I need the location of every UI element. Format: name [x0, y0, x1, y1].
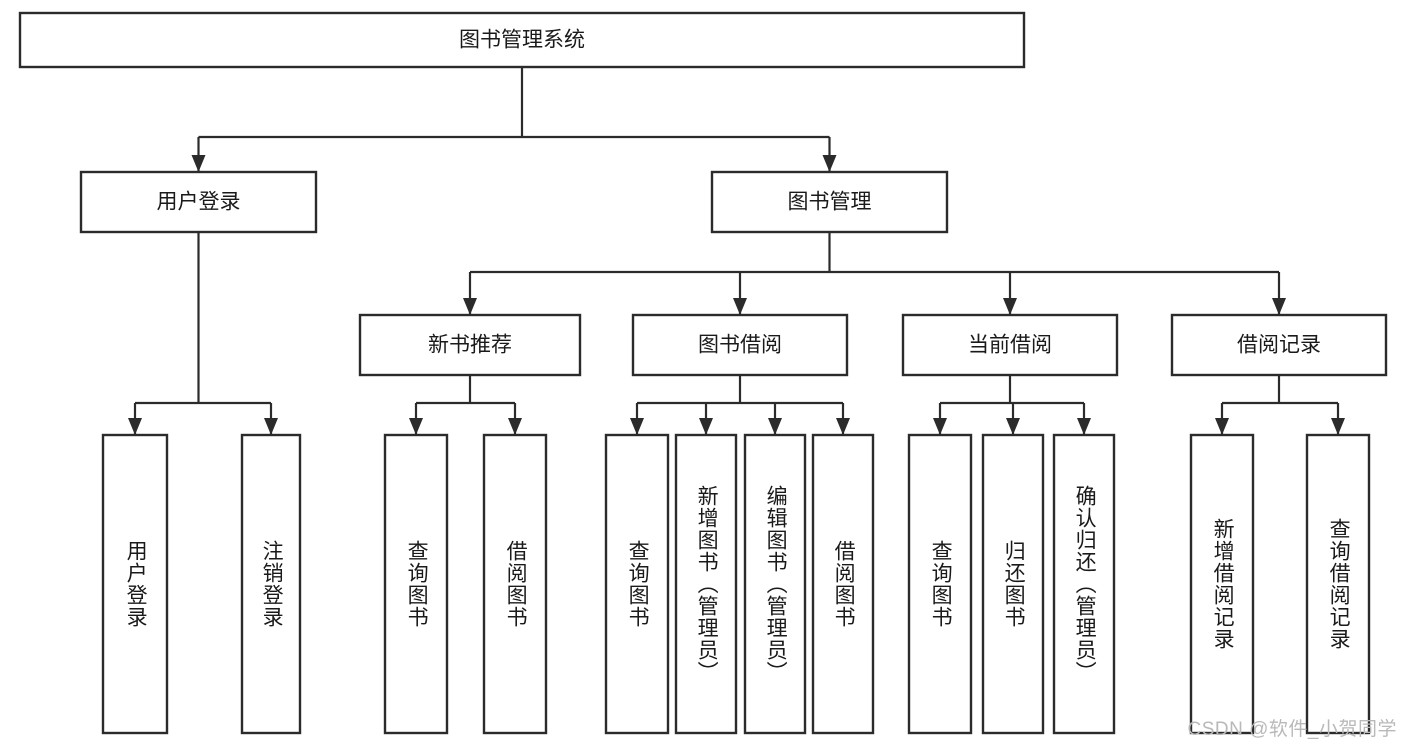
watermark-text: CSDN @软件_小贺同学 [1187, 719, 1397, 740]
leaf-node-2-rect[interactable] [383, 433, 449, 735]
leaf-node-4[interactable] [604, 433, 670, 735]
level2-node-1[interactable]: 图书管理 [710, 170, 949, 234]
level3-node-0[interactable]: 新书推荐 [358, 313, 582, 377]
leaf-node-5-rect[interactable] [674, 433, 738, 735]
leaf-node-7-rect[interactable] [811, 433, 875, 735]
leaf-node-8-rect[interactable] [907, 433, 973, 735]
level2-node-1-label: 图书管理 [788, 191, 872, 214]
level3-node-2-rect[interactable] [901, 313, 1119, 377]
leaf-node-0[interactable] [101, 433, 169, 735]
new-book-to-leaves-edge-0-arrowhead [409, 418, 423, 435]
level3-node-1[interactable]: 图书借阅 [631, 313, 849, 377]
current-to-leaves-edge-0-arrowhead [933, 418, 947, 435]
leaf-node-12[interactable] [1305, 433, 1371, 735]
user-login-to-leaves-edge-1-arrowhead [264, 418, 278, 435]
level2-node-0-label: 用户登录 [157, 191, 241, 214]
book-mgmt-to-level3-edge-3-arrowhead [1272, 298, 1286, 315]
book-mgmt-to-level3-edge-0-arrowhead [463, 298, 477, 315]
connector-layer [128, 67, 1345, 435]
leaf-node-9[interactable] [981, 433, 1045, 735]
level3-node-1-label: 图书借阅 [698, 334, 782, 357]
leaf-node-11-rect[interactable] [1189, 433, 1255, 735]
leaf-node-2[interactable] [383, 433, 449, 735]
new-book-to-leaves-edge-1-arrowhead [508, 418, 522, 435]
level2-node-0-rect[interactable] [79, 170, 318, 234]
leaf-node-8[interactable] [907, 433, 973, 735]
level3-node-3-label: 借阅记录 [1237, 334, 1321, 357]
book-mgmt-to-level3-edge-1-arrowhead [733, 298, 747, 315]
borrow-to-leaves-edge-2-arrowhead [768, 418, 782, 435]
leaf-node-5[interactable] [674, 433, 738, 735]
level3-node-3[interactable]: 借阅记录 [1170, 313, 1388, 377]
leaf-node-3-rect[interactable] [482, 433, 548, 735]
leaf-node-1[interactable] [240, 433, 302, 735]
leaf-node-7[interactable] [811, 433, 875, 735]
leaf-node-3[interactable] [482, 433, 548, 735]
current-to-leaves-edge-2-arrowhead [1077, 418, 1091, 435]
level3-node-3-rect[interactable] [1170, 313, 1388, 377]
user-login-to-leaves-edge-0-arrowhead [128, 418, 142, 435]
level3-node-0-label: 新书推荐 [428, 334, 512, 357]
borrow-to-leaves-edge-0-arrowhead [630, 418, 644, 435]
borrow-to-leaves-edge-3-arrowhead [836, 418, 850, 435]
root-node-label: 图书管理系统 [459, 29, 585, 52]
leaf-node-0-rect[interactable] [101, 433, 169, 735]
leaf-node-10[interactable] [1052, 433, 1116, 735]
leaf-node-12-rect[interactable] [1305, 433, 1371, 735]
root-to-level2-edge-1-arrowhead [822, 155, 837, 172]
leaf-node-6[interactable] [743, 433, 807, 735]
leaf-node-6-rect[interactable] [743, 433, 807, 735]
level2-node-0[interactable]: 用户登录 [79, 170, 318, 234]
book-mgmt-to-level3-edge-2-arrowhead [1003, 298, 1017, 315]
root-to-level2-edge-0-arrowhead [191, 155, 206, 172]
record-to-leaves-edge-0-arrowhead [1215, 418, 1229, 435]
borrow-to-leaves-edge-1-arrowhead [699, 418, 713, 435]
current-to-leaves-edge-1-arrowhead [1006, 418, 1020, 435]
leaf-node-10-rect[interactable] [1052, 433, 1116, 735]
leaf-node-4-rect[interactable] [604, 433, 670, 735]
level3-node-1-rect[interactable] [631, 313, 849, 377]
level2-node-1-rect[interactable] [710, 170, 949, 234]
leaf-node-11[interactable] [1189, 433, 1255, 735]
record-to-leaves-edge-1-arrowhead [1331, 418, 1345, 435]
leaf-node-9-rect[interactable] [981, 433, 1045, 735]
level3-node-2-label: 当前借阅 [968, 334, 1052, 357]
root-node[interactable]: 图书管理系统 [18, 11, 1026, 69]
root-node-rect[interactable] [18, 11, 1026, 69]
level3-node-2[interactable]: 当前借阅 [901, 313, 1119, 377]
level3-node-0-rect[interactable] [358, 313, 582, 377]
leaf-node-1-rect[interactable] [240, 433, 302, 735]
